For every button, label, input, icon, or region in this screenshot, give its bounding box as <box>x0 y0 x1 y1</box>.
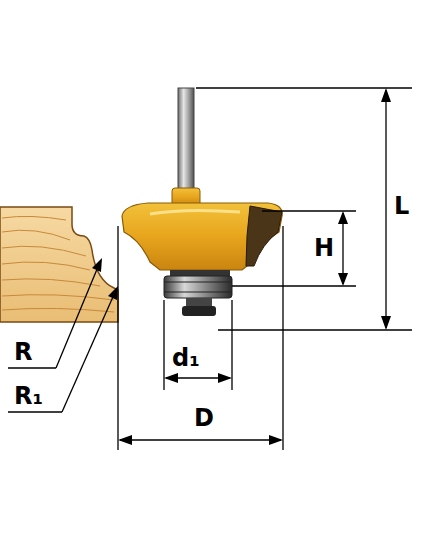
screw-head <box>182 306 216 316</box>
dimension-label: H <box>314 236 334 260</box>
dimension-label: L <box>394 194 409 218</box>
washer <box>170 270 230 276</box>
cutting-edge <box>246 206 282 266</box>
workpiece <box>0 207 118 322</box>
cutter-highlight <box>150 210 240 214</box>
dimension-label: D <box>194 406 214 430</box>
cutter-body <box>122 203 282 270</box>
arrowheads <box>92 88 391 445</box>
screw <box>186 298 212 306</box>
radius-label: R₁ <box>14 384 43 408</box>
shank <box>178 88 194 192</box>
dimension-lines <box>8 88 412 450</box>
radius-label: R <box>14 340 32 364</box>
wood-grain <box>2 216 114 312</box>
bearing <box>164 276 232 298</box>
dimension-label: d₁ <box>172 346 200 370</box>
